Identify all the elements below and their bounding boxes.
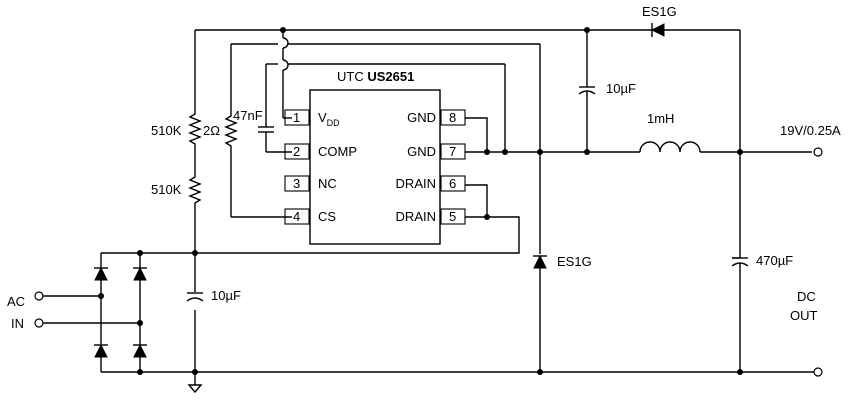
capacitor-10uf-top-label: 10µF [606, 81, 636, 96]
ac-in-label-line1: AC [7, 294, 25, 309]
pin-4-number: 4 [293, 209, 300, 224]
diode-es1g-freewheel: ES1G [533, 152, 592, 372]
capacitor-10uf-top: 10µF [578, 30, 636, 152]
ac-in-label-line2: IN [11, 316, 24, 331]
pin-7-number: 7 [449, 144, 456, 159]
capacitor-470uf: 470µF [731, 253, 793, 372]
resistor-510k-top-label: 510K [151, 123, 182, 138]
pin-1-name: VDD [318, 110, 340, 128]
capacitor-470uf-label: 470µF [756, 253, 793, 268]
ic-us2651: UTC US2651 1 2 3 4 8 7 6 5 VDD COMP NC C… [284, 69, 466, 245]
pin-7-name: GND [407, 144, 436, 159]
junction-dots [98, 27, 743, 375]
pin-6-number: 6 [449, 176, 456, 191]
ic-title: UTC US2651 [337, 69, 414, 84]
pin-1-name-sub: DD [327, 118, 340, 128]
comp-cap-wiring: 47nF [233, 63, 506, 153]
inductor-1mh-label: 1mH [647, 111, 674, 126]
diode-es1g-freewheel-label: ES1G [557, 254, 592, 269]
pin-6-name: DRAIN [396, 176, 436, 191]
vdd-pin-wiring [282, 30, 292, 119]
cs-sense-wiring: 2Ω [203, 43, 541, 218]
pin-5-name: DRAIN [396, 209, 436, 224]
top-rail-wires [194, 29, 741, 258]
resistor-510k-top: 510K [151, 110, 202, 148]
capacitor-10uf-input-label: 10µF [211, 288, 241, 303]
ic-part-number: US2651 [367, 69, 414, 84]
resistor-510k-bottom: 510K [151, 174, 202, 206]
pin-1-name-main: V [318, 110, 327, 125]
resistor-2ohm-label: 2Ω [203, 123, 220, 138]
pin-3-name: NC [318, 176, 337, 191]
resistor-510k-bottom-label: 510K [151, 182, 182, 197]
capacitor-47nf-label: 47nF [233, 108, 263, 123]
pin-2-name: COMP [318, 144, 357, 159]
capacitor-10uf-input: 10µF [186, 288, 241, 303]
pin-4-name: CS [318, 209, 336, 224]
pin-8-number: 8 [449, 110, 456, 125]
inductor-1mh: 1mH [639, 111, 812, 153]
output-rating-label: 19V/0.25A [780, 123, 841, 138]
ground-rail [101, 371, 814, 394]
dc-out-label-line1: DC [797, 289, 816, 304]
ac-input: AC IN [7, 291, 140, 331]
diode-es1g-top: ES1G [642, 4, 677, 37]
output-terminal-top: 19V/0.25A [780, 123, 841, 157]
pin-3-number: 3 [293, 176, 300, 191]
gnd-drain-wiring [195, 117, 640, 254]
pin-1-number: 1 [293, 110, 300, 125]
pin-2-number: 2 [293, 144, 300, 159]
dc-out-label-line2: OUT [790, 308, 818, 323]
diode-es1g-top-label: ES1G [642, 4, 677, 19]
dc-out-group: DC OUT [790, 289, 823, 377]
pin-5-number: 5 [449, 209, 456, 224]
bridge-rectifier [94, 252, 195, 372]
pin-8-name: GND [407, 110, 436, 125]
ic-brand: UTC [337, 69, 364, 84]
